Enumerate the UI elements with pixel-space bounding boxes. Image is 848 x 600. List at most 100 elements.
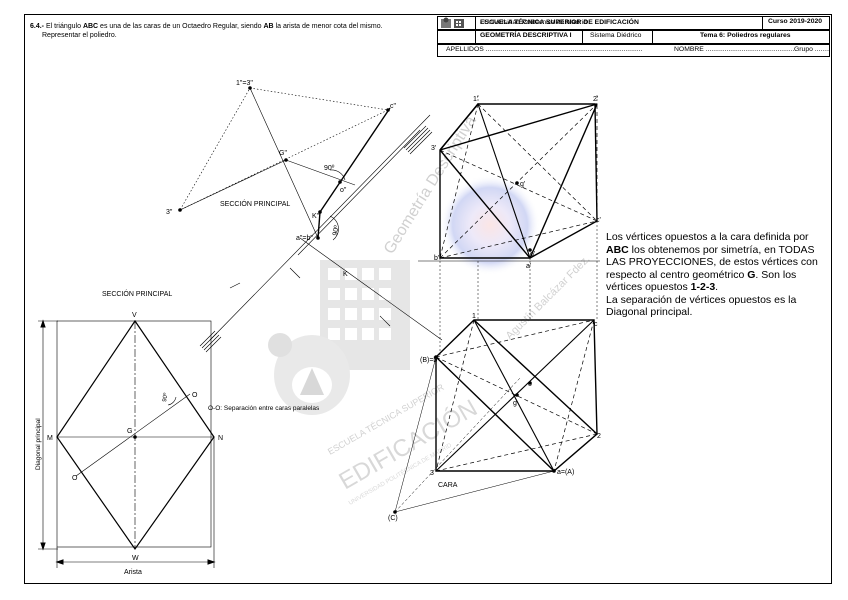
note-paragraph-1: Los vértices opuestos a la cara definida… [606, 231, 831, 294]
point-g [284, 158, 288, 162]
note-abc: ABC [606, 243, 629, 256]
line-ab-k [317, 211, 321, 239]
watermark-crest-icon [268, 333, 350, 415]
system: Sistema Diédrico [590, 32, 642, 39]
principal-section-rhombus [38, 319, 216, 568]
horizontal-projection [393, 221, 598, 514]
label-1: 1 [472, 313, 476, 320]
surnames-field[interactable]: APELLIDOS ..............................… [446, 46, 643, 53]
label-angle-c: 90º [161, 392, 170, 403]
header-row-1: ESCUELA TÉCNICA SUPERIOR DE EDIFICACIÓN … [437, 16, 830, 30]
group-field[interactable]: Grupo ........ [794, 46, 830, 53]
label-angle-b: 90º [332, 225, 341, 237]
label-cara: CARA [438, 482, 458, 489]
point-3 [178, 208, 182, 212]
line-kc [319, 107, 391, 213]
label-C: (C) [388, 515, 398, 522]
header-divider-4 [762, 16, 763, 30]
hatch-marks-top [403, 125, 433, 155]
header-row-3: APELLIDOS ..............................… [437, 44, 830, 57]
note-paragraph-2: La separación de vértices opuestos es la… [606, 293, 797, 319]
label-a-A: a=(A) [557, 469, 574, 476]
header-divider [475, 16, 476, 44]
point-G [133, 435, 137, 439]
label-g-prime: g' [520, 181, 525, 188]
hidden-edges-horizontal [435, 319, 598, 472]
note-end: . [715, 281, 719, 293]
school-name-text: ESCUELA TÉCNICA SUPERIOR DE EDIFICACIÓN [480, 19, 639, 26]
label-o2: o" [340, 187, 347, 194]
label-o: o [528, 381, 532, 388]
school-logo [440, 17, 464, 29]
note-text-c: . Son los vértices opuestos [606, 268, 797, 294]
label-B-b: (B)=b [420, 357, 437, 364]
construction-lines-vertical [439, 95, 598, 261]
university-text: - Universidad Politécnica de Madrid [480, 19, 587, 26]
topic: Tema 6: Poliedros regulares [700, 32, 791, 39]
problem-line2: Representar el poliedro. [42, 32, 117, 39]
label-c-prime: c' [596, 217, 601, 224]
point-k [318, 210, 322, 214]
explanation-note: Los vértices opuestos a la cara definida… [606, 231, 831, 319]
label-2-prime: 2' [593, 96, 598, 103]
line-go [285, 159, 356, 186]
point-ab [316, 236, 320, 240]
label-O-bottom: O [72, 475, 78, 482]
line-13-ab [249, 87, 319, 239]
dotted-section-outline [179, 87, 389, 211]
label-ab2: a"=b" [296, 235, 313, 242]
label-3-prime: 3' [431, 145, 436, 152]
line-g3 [179, 159, 287, 211]
watermark: Geometría Descriptiva Agustín Balcázar F… [268, 113, 593, 507]
school-logo-icon [441, 17, 464, 28]
point-o-prime [528, 248, 532, 252]
title-block: ESCUELA TÉCNICA SUPERIOR DE EDIFICACIÓN … [437, 16, 830, 60]
problem-text-b: es una de las caras de un Octaedro Regul… [98, 23, 264, 30]
ground-line-k [299, 237, 443, 341]
watermark-building-icon [320, 260, 410, 370]
vertical-projection [418, 95, 600, 262]
label-b-prime: b' [434, 255, 439, 262]
label-3: 3 [430, 470, 434, 477]
problem-number: 6.4.- [30, 23, 45, 30]
header-divider-3 [652, 30, 653, 44]
point-1-3 [248, 86, 252, 90]
header-row-2: GEOMETRÍA DESCRIPTIVA I Sistema Diédrico… [437, 30, 830, 44]
angle-arc-90-c [167, 396, 177, 406]
problem-statement: 6.4.- El triángulo ABC es una de las car… [30, 22, 430, 40]
label-2: 2 [597, 433, 601, 440]
principal-section-construction [178, 86, 443, 353]
label-M: M [47, 435, 53, 442]
label-k: K [343, 271, 348, 278]
name-field[interactable]: NOMBRE .................................… [674, 46, 795, 53]
label-angle-a: 90º [324, 165, 335, 172]
note-text-b: los obtenemos por simetría, en TODAS LAS… [606, 243, 818, 281]
label-oo-separation: O-O: Separación entre caras paralelas [208, 405, 320, 412]
angle-arc-90-a [329, 169, 346, 181]
rhombus-outline [56, 319, 215, 551]
hatch-marks-bottom [199, 330, 222, 353]
label-arista: Arista [124, 569, 142, 576]
problem-text-a: El triángulo [45, 23, 83, 30]
parallel-line-1 [297, 129, 421, 256]
point-o-horizontal [528, 381, 532, 385]
label-seccion-principal-top: SECCIÓN PRINCIPAL [220, 199, 290, 208]
label-c: c [594, 321, 598, 328]
label-g: g [513, 400, 517, 407]
drawing-labels: 1"=3" c" G" o" 90º 90º 3" K" a"=b" K SEC… [35, 80, 601, 576]
label-diagonal-principal: Diagonal principal [35, 418, 42, 470]
problem-abc: ABC [82, 23, 99, 30]
subject: GEOMETRÍA DESCRIPTIVA I [480, 32, 572, 39]
point-o [338, 180, 342, 184]
parallel-line-2 [209, 114, 431, 341]
hidden-edges-vertical [439, 103, 598, 259]
projection-lines [439, 221, 598, 357]
label-g2: G" [279, 150, 287, 157]
header-divider-2 [582, 30, 583, 44]
label-k2: K" [312, 213, 320, 220]
note-g: G [747, 268, 756, 281]
label-c2: c" [390, 103, 397, 110]
label-1-3: 1"=3" [236, 80, 253, 87]
